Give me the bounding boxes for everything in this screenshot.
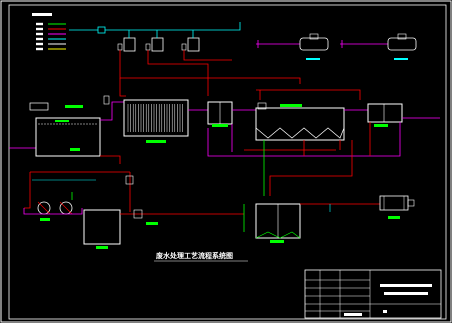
thickener-tag: [270, 240, 284, 243]
inner-border: [8, 4, 447, 320]
blower-2: [387, 37, 417, 51]
label-tag: [65, 105, 83, 108]
blower-label-2: [394, 58, 408, 60]
dosing-system: [69, 22, 301, 96]
legend-label-4: [36, 42, 43, 46]
dosing-tank-3: [187, 37, 200, 52]
bio-reactor: [123, 99, 189, 143]
screw-pump: [133, 209, 143, 219]
legend-label-0: [36, 22, 43, 26]
reactor-tag: [146, 140, 166, 143]
legend-label-5: [36, 47, 43, 51]
regulating-tank: [29, 102, 101, 157]
thickener: [255, 203, 301, 243]
title-block-name: [380, 284, 432, 287]
clear-water-tank: [367, 103, 403, 127]
legend-header-mark: [32, 13, 52, 16]
filter-press: [379, 195, 415, 219]
pump-tag: [40, 218, 50, 221]
title-block: [304, 269, 442, 319]
drawing-title: 废水处理工艺流程系统图: [156, 251, 233, 260]
tank-label: [55, 120, 69, 122]
clear-tank-tag: [374, 124, 388, 127]
sludge-tank: [83, 172, 134, 249]
blower-1: [299, 37, 329, 51]
sed-label: [280, 104, 302, 107]
sedimentation-tank: [255, 102, 345, 141]
screw-pump-tag: [146, 222, 158, 225]
lift-pump: [103, 95, 110, 105]
int-tank-tag: [212, 124, 228, 127]
legend-label-2: [36, 32, 43, 36]
legend: [32, 13, 66, 51]
dosing-tank-1: [123, 37, 136, 52]
blower-label-1: [306, 58, 320, 60]
intermediate-tank: [207, 101, 233, 127]
dosing-tank-2: [151, 37, 164, 52]
legend-label-1: [36, 27, 43, 31]
title-block-scale: [344, 313, 362, 316]
legend-label-3: [36, 37, 43, 41]
title-block-sheet: [383, 310, 387, 313]
press-tag: [388, 216, 400, 219]
tank-tag: [70, 148, 80, 151]
blower-room: [256, 33, 417, 60]
title-block-project: [384, 292, 428, 295]
sludge-tank-tag: [96, 246, 108, 249]
sludge-pumps: [23, 171, 130, 221]
